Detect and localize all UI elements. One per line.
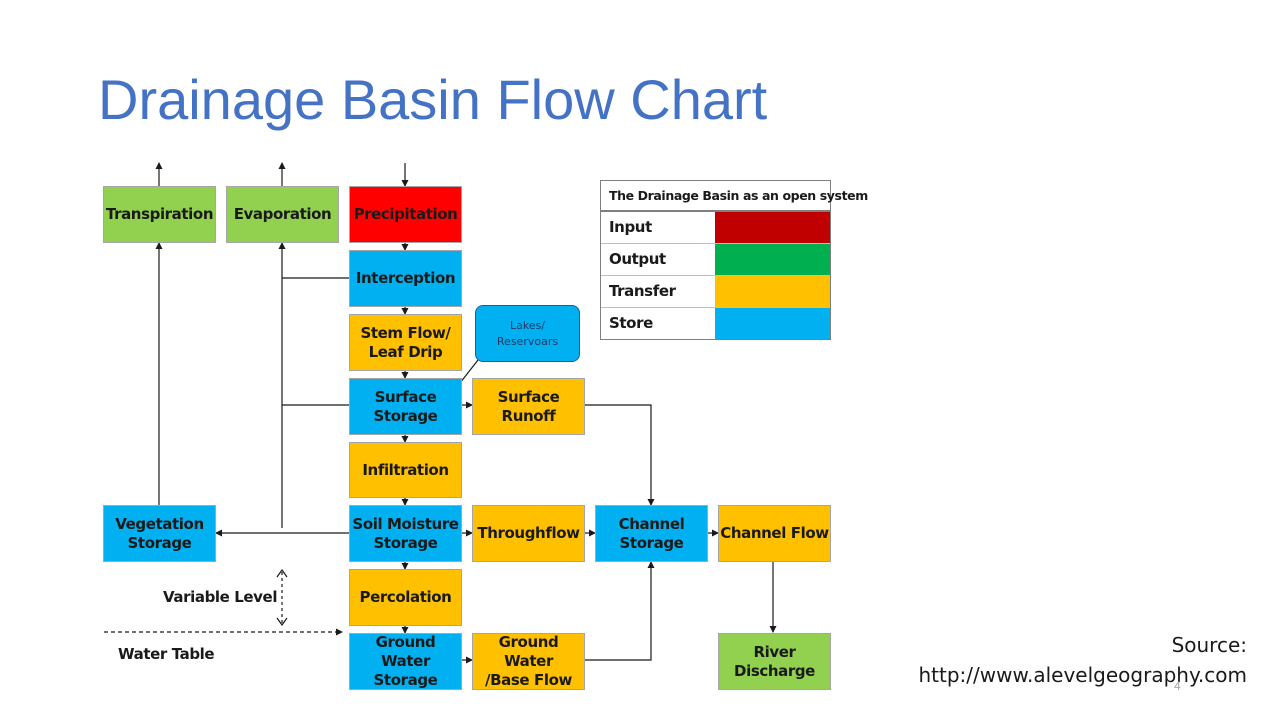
node-transpiration: Transpiration xyxy=(103,186,216,243)
node-river-discharge: River Discharge xyxy=(718,633,831,690)
node-channel-flow: Channel Flow xyxy=(718,505,831,562)
page-title: Drainage Basin Flow Chart xyxy=(98,68,768,131)
node-infiltration: Infiltration xyxy=(349,442,462,498)
node-vegetation-storage: Vegetation Storage xyxy=(103,505,216,562)
arrow-runoff-channel xyxy=(584,404,655,506)
source-citation: Source: http://www.alevelgeography.com xyxy=(918,630,1247,690)
legend-label: Input xyxy=(609,218,652,236)
source-label: Source: xyxy=(1171,633,1247,657)
node-throughflow: Throughflow xyxy=(472,505,585,562)
legend-swatch-transfer xyxy=(715,276,830,307)
arrow-baseflow-channel xyxy=(584,561,655,661)
node-surface-storage: Surface Storage xyxy=(349,378,462,435)
label-water-table: Water Table xyxy=(118,645,215,663)
node-ground-water-base-flow: Ground Water /Base Flow xyxy=(472,633,585,690)
node-stem-flow: Stem Flow/ Leaf Drip xyxy=(349,314,462,371)
legend-row-input: Input xyxy=(601,212,830,244)
page-number: 4 xyxy=(1174,679,1181,693)
node-soil-moisture-storage: Soil Moisture Storage xyxy=(349,505,462,562)
node-evaporation: Evaporation xyxy=(226,186,339,243)
node-interception: Interception xyxy=(349,250,462,307)
legend-row-transfer: Transfer xyxy=(601,276,830,308)
label-variable-level: Variable Level xyxy=(163,588,278,606)
legend-label: Store xyxy=(609,314,653,332)
legend-title: The Drainage Basin as an open system xyxy=(601,181,868,212)
callout-lakes-reservoirs: Lakes/ Reservoars xyxy=(475,305,580,362)
node-precipitation: Precipitation xyxy=(349,186,462,243)
node-percolation: Percolation xyxy=(349,569,462,626)
legend-row-output: Output xyxy=(601,244,830,276)
legend-row-store: Store xyxy=(601,308,830,339)
legend-swatch-input xyxy=(715,212,830,243)
node-ground-water-storage: Ground Water Storage xyxy=(349,633,462,690)
node-channel-storage: Channel Storage xyxy=(595,505,708,562)
legend-label: Output xyxy=(609,250,666,268)
legend-label: Transfer xyxy=(609,282,676,300)
legend: The Drainage Basin as an open system Inp… xyxy=(600,180,868,340)
callout-pointer xyxy=(459,359,479,384)
legend-swatch-store xyxy=(715,308,830,339)
source-url: http://www.alevelgeography.com xyxy=(918,663,1247,687)
legend-swatch-output xyxy=(715,244,830,275)
node-surface-runoff: Surface Runoff xyxy=(472,378,585,435)
